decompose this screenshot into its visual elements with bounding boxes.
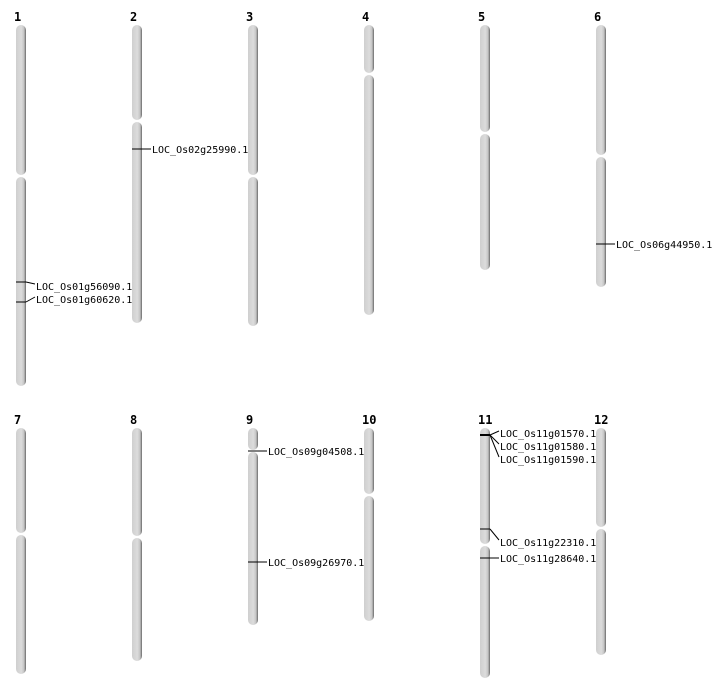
gene-marker-connector: [489, 434, 500, 458]
chromosome-label: 2: [130, 10, 137, 24]
chromosome-short-arm: [16, 25, 26, 175]
chromosome-long-arm: [132, 538, 142, 661]
chromosome-10: 10: [362, 413, 376, 621]
chromosome-label: 9: [246, 413, 253, 427]
chromosome-long-arm: [480, 546, 490, 678]
chromosome-5: 5: [478, 10, 490, 270]
chromosome-4: 4: [362, 10, 374, 315]
chromosome-long-arm: [132, 122, 142, 323]
gene-label: LOC_Os06g44950.1: [616, 240, 712, 251]
chromosome-8: 8: [130, 413, 142, 661]
chromosome-short-arm: [132, 25, 142, 120]
chromosome-short-arm: [248, 25, 258, 175]
chromosome-short-arm: [364, 25, 374, 73]
chromosome-label: 6: [594, 10, 601, 24]
chromosome-label: 8: [130, 413, 137, 427]
gene-label: LOC_Os11g22310.1: [500, 538, 596, 549]
gene-marker-connector: [489, 528, 500, 541]
chromosome-label: 1: [14, 10, 21, 24]
chromosome-short-arm: [248, 428, 258, 450]
gene-label: LOC_Os09g04508.1: [268, 447, 364, 458]
chromosome-label: 10: [362, 413, 376, 427]
gene-marker-connector: [489, 430, 500, 436]
chromosome-label: 11: [478, 413, 492, 427]
gene-label: LOC_Os11g01590.1: [500, 455, 596, 466]
chromosome-3: 3: [246, 10, 258, 326]
chromosome-label: 5: [478, 10, 485, 24]
chromosome-long-arm: [248, 177, 258, 326]
gene-label: LOC_Os11g28640.1: [500, 554, 596, 565]
chromosome-7: 7: [14, 413, 26, 674]
chromosome-long-arm: [596, 157, 606, 287]
chromosome-short-arm: [16, 428, 26, 533]
chromosome-label: 4: [362, 10, 369, 24]
chromosome-long-arm: [480, 134, 490, 270]
chromosome-short-arm: [132, 428, 142, 536]
gene-marker-connector: [25, 296, 36, 303]
chromosome-long-arm: [16, 535, 26, 674]
chromosome-long-arm: [596, 529, 606, 655]
gene-label: LOC_Os01g60620.1: [36, 295, 132, 306]
chromosome-long-arm: [248, 452, 258, 625]
gene-label: LOC_Os01g56090.1: [36, 282, 132, 293]
gene-label: LOC_Os02g25990.1: [152, 145, 248, 156]
gene-label: LOC_Os09g26970.1: [268, 558, 364, 569]
chromosome-short-arm: [480, 25, 490, 132]
chromosome-long-arm: [364, 75, 374, 315]
chromosome-short-arm: [596, 428, 606, 527]
chromosome-label: 7: [14, 413, 21, 427]
gene-marker-connector: [25, 281, 36, 285]
chromosome-short-arm: [480, 428, 490, 544]
chromosome-long-arm: [364, 496, 374, 621]
chromosome-short-arm: [596, 25, 606, 155]
chromosome-11: 11LOC_Os11g01570.1LOC_Os11g01580.1LOC_Os…: [478, 413, 596, 678]
gene-label: LOC_Os11g01580.1: [500, 442, 596, 453]
chromosome-label: 12: [594, 413, 608, 427]
chromosome-label: 3: [246, 10, 253, 24]
gene-marker-connector: [489, 434, 500, 445]
chromosome-12: 12: [594, 413, 608, 655]
chromosome-short-arm: [364, 428, 374, 494]
gene-label: LOC_Os11g01570.1: [500, 429, 596, 440]
